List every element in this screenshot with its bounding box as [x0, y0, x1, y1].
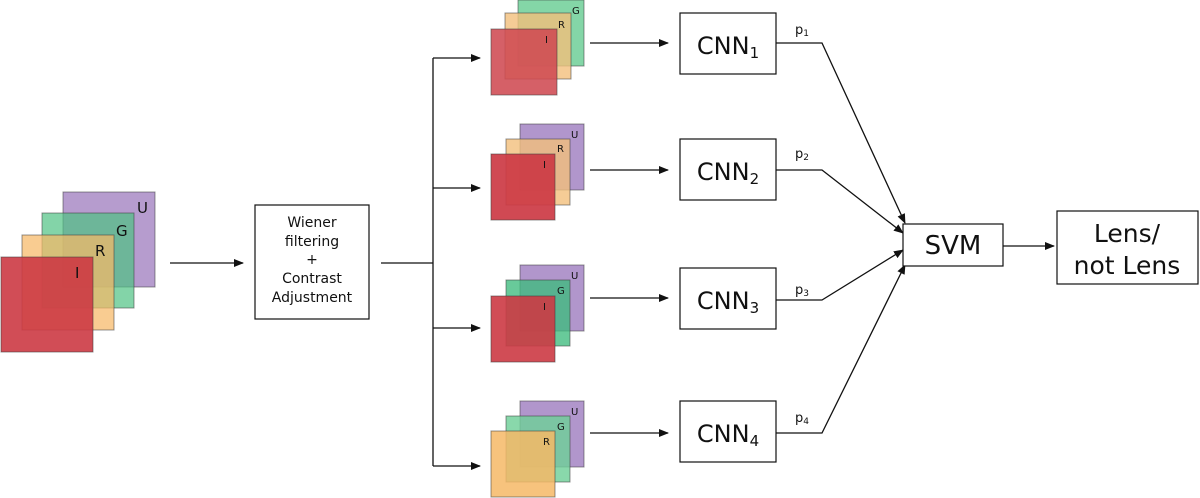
- p1-subscript: 1: [803, 29, 809, 39]
- cnn3-subscript: 3: [750, 299, 760, 317]
- band-stack-1: G R I: [490, 0, 585, 96]
- svg-text:p2: p2: [795, 147, 809, 163]
- preprocessing-box: Wiener filtering + Contrast Adjustment: [254, 204, 370, 320]
- cnn3-label: CNN: [697, 287, 750, 315]
- band-g-label: G: [116, 222, 128, 240]
- stack2-band-u-label: U: [571, 130, 578, 141]
- p1-label: p: [795, 23, 803, 38]
- stack3-band-i-square: [490, 295, 556, 363]
- preprocessing-line-1: Wiener: [287, 215, 337, 231]
- stack4-band-u-label: U: [571, 407, 578, 418]
- output-line-1: Lens/: [1094, 219, 1161, 248]
- p3-subscript: 3: [803, 289, 809, 299]
- stack-to-cnn-arrows: [590, 39, 669, 437]
- cnn-to-svm-arrows: [776, 42, 906, 434]
- stack4-band-r-square: [490, 430, 556, 498]
- stack3-band-i-label: I: [543, 302, 546, 313]
- cnn1-box: CNN1: [679, 12, 777, 75]
- p4-subscript: 4: [803, 417, 809, 427]
- cnn3-box: CNN3: [679, 267, 777, 330]
- branch-connectors: [381, 54, 481, 470]
- preprocessing-line-2: filtering: [285, 234, 339, 250]
- stack4-band-g-label: G: [557, 422, 565, 433]
- preprocessing-line-5: Adjustment: [272, 290, 353, 306]
- stack2-band-r-label: R: [557, 144, 564, 155]
- arrow-cnn3-to-svm: [776, 249, 904, 301]
- p2-subscript: 2: [803, 153, 809, 163]
- stack3-band-g-label: G: [557, 286, 565, 297]
- band-stack-3: U G I: [490, 264, 585, 363]
- cnn4-label: CNN: [697, 420, 750, 448]
- p4-label: p: [795, 411, 803, 426]
- arrow-cnn1-to-svm: [776, 42, 906, 224]
- svg-text:p1: p1: [795, 23, 809, 39]
- p3-label: p: [795, 283, 803, 298]
- band-stack-2: U R I: [490, 123, 585, 221]
- cnn2-label: CNN: [697, 158, 750, 186]
- input-band-stack: U G R I: [0, 191, 156, 353]
- band-i-label: I: [75, 264, 79, 282]
- svg-text:CNN4: CNN4: [697, 420, 759, 450]
- stack2-band-i-label: I: [543, 160, 546, 171]
- svg-text:p3: p3: [795, 283, 809, 299]
- cnn4-box: CNN4: [679, 400, 777, 463]
- cnn1-subscript: 1: [750, 44, 760, 62]
- band-r-label: R: [95, 242, 105, 260]
- cnn2-box: CNN2: [679, 138, 777, 201]
- p2-label: p: [795, 147, 803, 162]
- svg-text:CNN1: CNN1: [697, 32, 759, 62]
- preprocessing-line-3: +: [306, 252, 318, 268]
- svm-label: SVM: [925, 231, 982, 261]
- stack1-band-i-square: [490, 28, 558, 96]
- svm-box: SVM: [902, 223, 1004, 267]
- stack1-band-r-label: R: [558, 20, 565, 31]
- cnn2-subscript: 2: [750, 170, 760, 188]
- cnn4-subscript: 4: [750, 432, 760, 450]
- stack3-band-u-label: U: [571, 271, 578, 282]
- stack4-band-r-label: R: [543, 437, 550, 448]
- output-box: Lens/ not Lens: [1056, 210, 1199, 285]
- stack2-band-i-square: [490, 153, 556, 221]
- arrow-cnn4-to-svm: [776, 264, 906, 434]
- stack1-band-i-label: I: [545, 35, 548, 46]
- arrow-cnn2-to-svm: [776, 169, 904, 234]
- cnn1-label: CNN: [697, 32, 750, 60]
- svg-text:p4: p4: [795, 411, 809, 427]
- output-line-2: not Lens: [1074, 251, 1181, 280]
- band-i-square: [0, 256, 94, 353]
- preprocessing-line-4: Contrast: [282, 271, 342, 287]
- band-u-label: U: [137, 199, 148, 217]
- stack1-band-g-label: G: [572, 6, 580, 17]
- svg-text:CNN2: CNN2: [697, 158, 759, 188]
- svg-text:CNN3: CNN3: [697, 287, 759, 317]
- band-stack-4: U G R: [490, 400, 585, 498]
